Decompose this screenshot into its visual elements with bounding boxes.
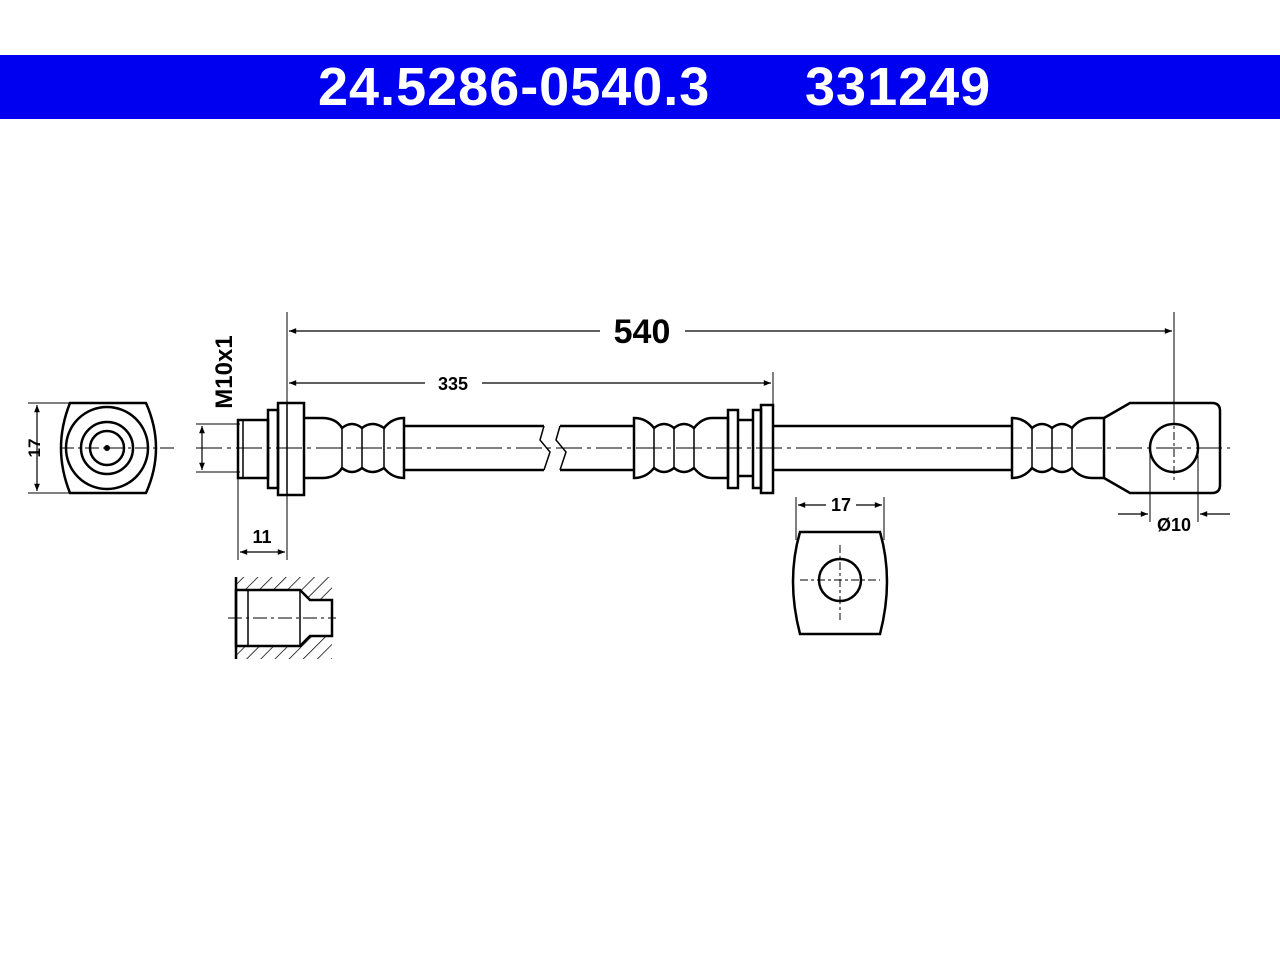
part-number: 24.5286-0540.3	[318, 57, 711, 117]
overall-length-label: 540	[614, 313, 671, 351]
eye-diameter-label: Ø10	[1157, 515, 1191, 535]
left-end-view	[28, 401, 175, 495]
thread-section-view	[228, 577, 336, 659]
hose-assembly	[196, 401, 1230, 497]
thread-label: M10x1	[211, 335, 238, 408]
title-bar: 24.5286-0540.3 331249	[0, 55, 1280, 119]
left-fitting-width-label: 17	[25, 439, 44, 458]
bracket-view	[791, 497, 889, 636]
partial-length-label: 335	[438, 374, 468, 394]
bracket-width-label: 17	[831, 495, 851, 515]
thread-depth-label: 11	[252, 527, 271, 547]
reference-number: 331249	[805, 57, 992, 117]
